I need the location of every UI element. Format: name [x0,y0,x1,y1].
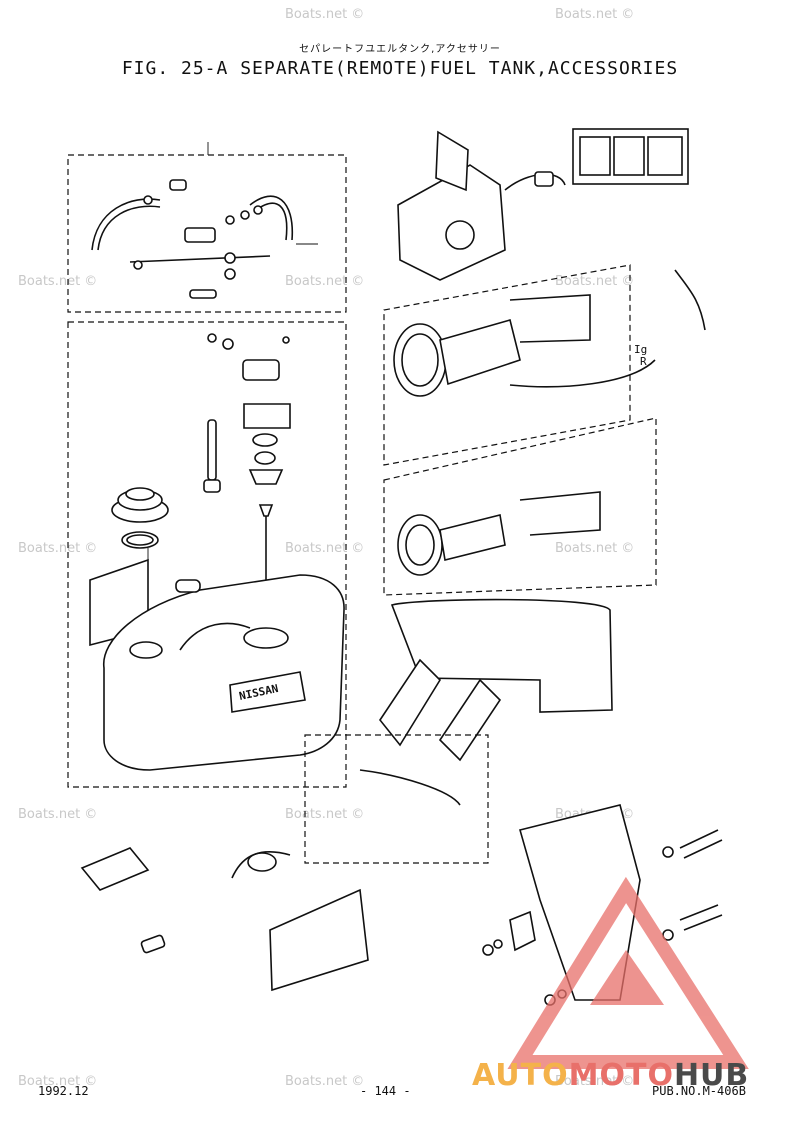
transom-bracket [482,804,723,1006]
logo-part-hub: HUB [673,1058,750,1093]
footer-page-number: - 144 - [360,1084,411,1098]
automotohub-logo-mark [507,876,749,1069]
japanese-title: セパレートフユエルタンク,アクセサリー [299,44,501,55]
watermark: Boats.net © [18,807,97,822]
watermark: Boats.net © [555,274,634,289]
tank-fitting-group [67,321,347,788]
watermark: Boats.net © [555,541,634,556]
logo-part-moto: MOTO [568,1058,674,1093]
fuel-pickup-tube [207,419,217,481]
logo-part-auto: AUTO [472,1058,569,1093]
watermark: Boats.net © [18,274,97,289]
watermark: Boats.net © [555,1074,634,1089]
link-group-box [304,734,489,864]
footer-pub-number: PUB.NO.M-406B [652,1084,746,1098]
watermark: Boats.net © [555,7,634,22]
owners-manual [269,888,369,992]
ig-label: Ig [634,343,647,356]
watermark: Boats.net © [285,274,364,289]
fuel-connector [140,934,166,954]
throttle-lever [435,130,469,192]
hose-group-box [67,154,347,313]
fuel-tank: NISSAN [103,574,345,771]
cable-group-2 [383,417,657,596]
fuel-hose [249,195,294,241]
cable-group: Ig R [383,264,706,466]
watermark: Boats.net © [18,541,97,556]
automotohub-logo: AUTOMOTOHUB [472,1058,749,1093]
figure-title: FIG. 25-A SEPARATE(REMOTE)FUEL TANK,ACCE… [121,58,679,79]
control-decal [572,128,689,185]
r-label: R [640,355,647,368]
watermarks: Boats.net © Boats.net © Boats.net © Boat… [18,7,634,1089]
gasket [243,403,291,429]
fuel-cap [111,487,169,650]
watermark: Boats.net © [285,807,364,822]
fuel-gauge-unit [242,359,280,381]
engine-bracket [304,598,613,864]
remote-control-box [397,130,566,281]
watermark: Boats.net © [18,1074,97,1089]
fuel-hose-assembly [67,142,347,313]
watermark: Boats.net © [285,7,364,22]
tank-group-box [67,321,347,788]
watermark: Boats.net © [285,1074,364,1089]
accessory-pad [80,847,150,891]
watermark: Boats.net © [285,541,364,556]
footer-date: 1992.12 [38,1084,89,1098]
primer-bulb-connector [184,227,216,243]
hose-clip-coil [231,850,291,879]
